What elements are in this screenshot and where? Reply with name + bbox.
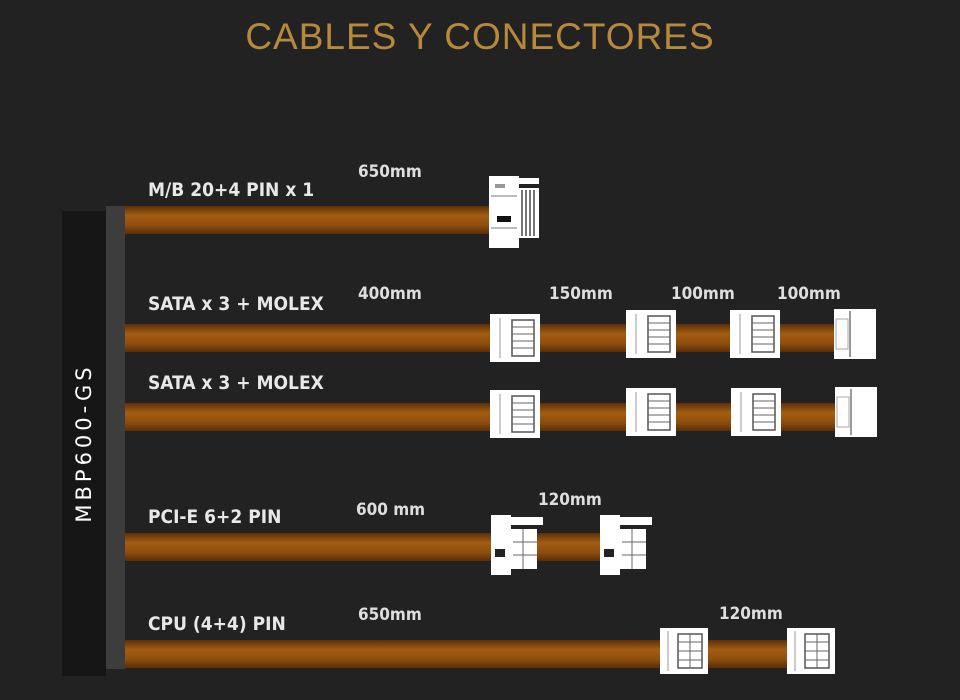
- cable-length-label: 120mm: [538, 490, 602, 510]
- molex-connector: [835, 387, 877, 437]
- pcie-6-2pin-connector: [491, 515, 543, 575]
- sata-connector: [731, 388, 781, 436]
- cable-label: M/B 20+4 PIN x 1: [148, 179, 315, 201]
- cable-length-label: 100mm: [671, 284, 735, 304]
- page-title: CABLES Y CONECTORES: [245, 16, 715, 57]
- sata-connector: [626, 388, 676, 436]
- cable-label: SATA x 3 + MOLEX: [148, 372, 324, 394]
- cable-length-label: 150mm: [549, 284, 613, 304]
- cable-length-label: 120mm: [719, 604, 783, 624]
- cable-length-label: 100mm: [777, 284, 841, 304]
- cpu-4-4pin-connector: [660, 628, 708, 674]
- cable-label: PCI-E 6+2 PIN: [148, 506, 282, 528]
- pcie-6-2pin-connector: [600, 515, 652, 575]
- atx-24pin-connector: [489, 176, 539, 248]
- cable-length-label: 650mm: [358, 162, 422, 182]
- sata-connector: [490, 314, 540, 362]
- cable-length-label: 600 mm: [356, 500, 426, 520]
- cable-length-label: 400mm: [358, 284, 422, 304]
- cable-wire: [125, 324, 840, 352]
- cable-label: SATA x 3 + MOLEX: [148, 293, 324, 315]
- molex-connector: [834, 309, 876, 359]
- sata-connector: [730, 310, 780, 358]
- cable-wire: [125, 206, 493, 234]
- cpu-4-4pin-connector: [787, 628, 835, 674]
- cable-wire: [125, 403, 840, 431]
- cable-label: CPU (4+4) PIN: [148, 613, 286, 635]
- psu-label-block: [62, 211, 106, 676]
- sata-connector: [626, 310, 676, 358]
- psu-cable-trunk: [106, 206, 125, 669]
- sata-connector: [490, 390, 540, 438]
- cable-length-label: 650mm: [358, 605, 422, 625]
- psu-model-label: MBP600-GS: [72, 363, 96, 523]
